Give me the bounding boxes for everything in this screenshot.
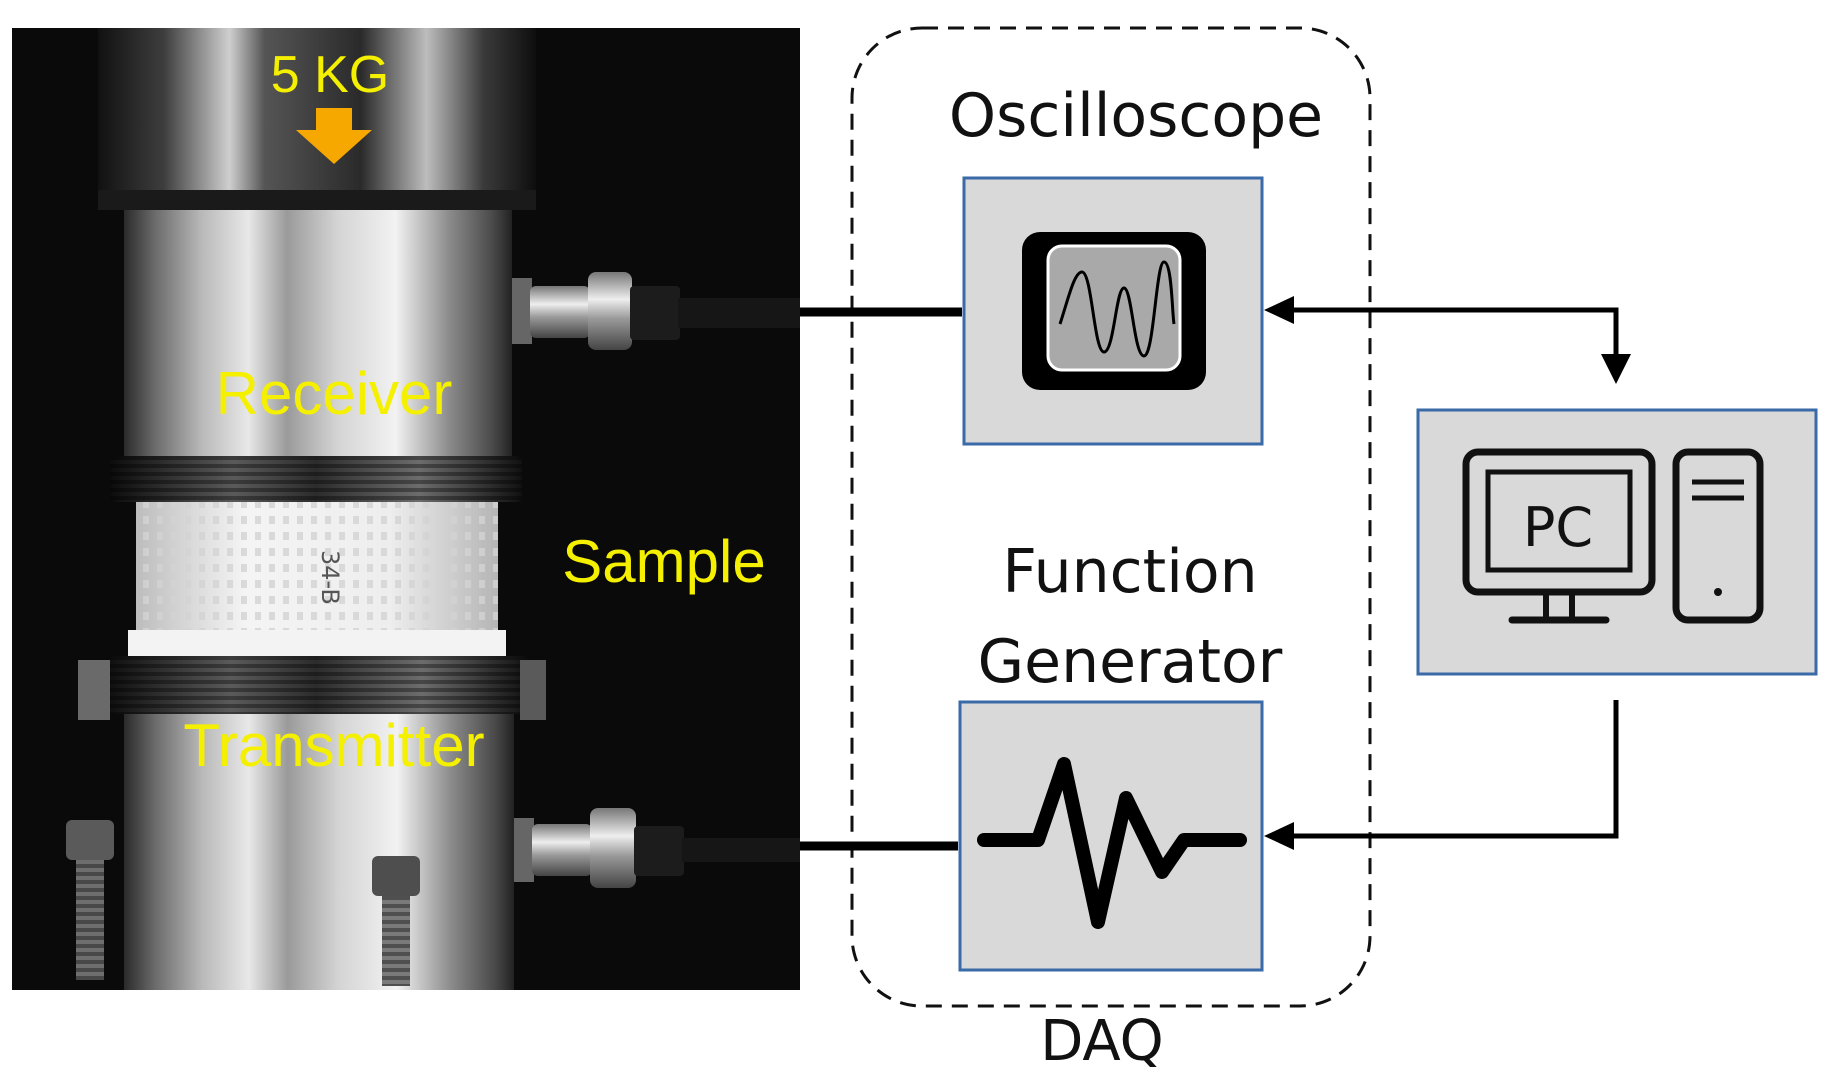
transmitter-connector (514, 808, 800, 888)
pc-function-generator-link (1264, 700, 1619, 850)
sample-marking: 34-B (316, 550, 344, 605)
waveform-icon (977, 757, 1247, 929)
receiver-label: Receiver (216, 360, 453, 427)
monitor-icon (1462, 448, 1656, 624)
tower-icon (1672, 448, 1764, 624)
daq-diagram: Oscilloscope Function Generator PC (800, 26, 1818, 1074)
function-generator-label-line2: Generator (978, 627, 1283, 697)
arrow-left-icon (1264, 822, 1294, 850)
oscilloscope-label: Oscilloscope (949, 81, 1323, 151)
daq-enclosure (850, 26, 1372, 1008)
function-generator-label-line1: Function (1002, 537, 1257, 607)
bolts (66, 660, 546, 986)
receiver-connector (512, 272, 800, 350)
down-arrow-icon (296, 108, 372, 164)
sample-label: Sample (562, 528, 765, 595)
oscilloscope-pc-link (1264, 296, 1631, 384)
daq-label: DAQ (1040, 1009, 1164, 1074)
weight-label: 5 KG (271, 46, 390, 104)
oscilloscope-icon (1022, 232, 1206, 390)
pc-label: PC (1523, 496, 1593, 559)
arrow-left-icon (1264, 296, 1294, 324)
transmitter-label: Transmitter (183, 712, 484, 779)
receiver-cylinder (124, 210, 512, 460)
photo-panel: 34-B (12, 28, 800, 990)
arrow-down-icon (1601, 354, 1631, 384)
transmitter-cylinder (124, 714, 514, 990)
